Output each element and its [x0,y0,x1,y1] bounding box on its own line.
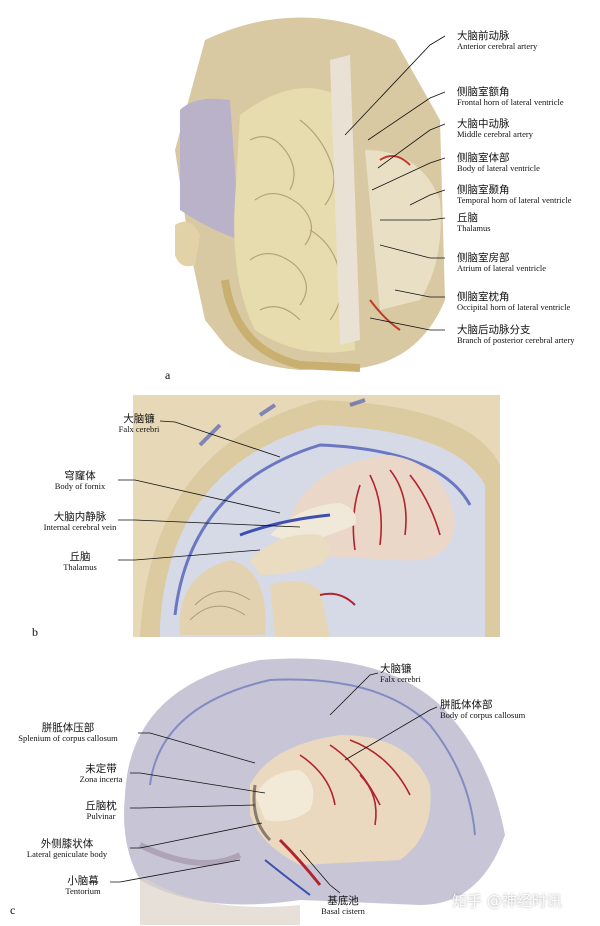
label-en: Atrium of lateral ventricle [457,263,546,274]
panel-letter-b: b [32,625,38,639]
label-en: Falx cerebri [380,674,421,685]
label-zh: 大脑镰 [380,663,412,675]
panel-a-leader-lines [344,35,446,331]
label-en: Branch of posterior cerebral artery [457,335,575,346]
label-c-zona-incerta: 未定带 Zona incerta [80,763,123,785]
label-en: Body of corpus callosum [440,710,526,721]
label-en: Occipital horn of lateral ventricle [457,302,571,313]
label-b-falx-cerebri: 大脑镰 Falx cerebri [119,413,160,435]
label-zh: 侧脑室体部 [457,152,510,164]
label-en: Thalamus [63,562,97,573]
panel-letter-c: c [10,903,16,917]
label-en: Thalamus [457,223,491,234]
label-en: Lateral geniculate body [26,849,108,860]
panel-c-photo [124,658,505,925]
label-zh: 侧脑室颞角 [457,184,510,196]
label-a-occipital-horn: 侧脑室枕角 Occipital horn of lateral ventricl… [457,291,570,313]
label-en: Pulvinar [86,811,116,822]
label-zh: 大脑前动脉 [457,30,510,42]
panel-letter-a: a [165,368,171,382]
label-a-atrium: 侧脑室房部 Atrium of lateral ventricle [457,252,546,274]
label-zh: 小脑幕 [67,875,99,887]
label-zh: 未定带 [85,763,117,775]
label-en: Middle cerebral artery [457,129,533,140]
label-en: Tentorium [65,886,101,897]
panel-a: 大脑前动脉 Anterior cerebral artery 侧脑室额角 Fro… [0,0,600,385]
label-b-thalamus: 丘脑 Thalamus [63,551,97,573]
label-a-frontal-horn: 侧脑室额角 Frontal horn of lateral ventricle [457,86,564,108]
label-zh: 大脑内静脉 [53,511,107,523]
label-c-basal-cistern: 基底池 Basal cistern [321,895,365,917]
label-c-tentorium: 小脑幕 Tentorium [65,875,100,897]
label-a-anterior-cerebral-artery: 大脑前动脉 Anterior cerebral artery [457,30,537,52]
label-en: Temporal horn of lateral ventricle [457,195,572,206]
label-b-body-of-fornix: 穹窿体 Body of fornix [55,470,106,492]
label-zh: 大脑镰 [123,413,155,425]
label-c-pulvinar: 丘脑枕 Pulvinar [85,800,117,822]
label-a-middle-cerebral-artery: 大脑中动脉 Middle cerebral artery [457,118,533,140]
label-a-body-lateral-ventricle: 侧脑室体部 Body of lateral ventricle [457,152,540,174]
label-en: Body of lateral ventricle [457,163,540,174]
label-a-temporal-horn: 侧脑室颞角 Temporal horn of lateral ventricle [457,184,572,206]
panel-b-leader-lines [118,420,301,561]
label-zh: 大脑后动脉分支 [457,324,531,336]
label-b-internal-cerebral-vein: 大脑内静脉 Internal cerebral vein [44,511,117,533]
label-zh: 穹窿体 [64,470,96,482]
label-en: Basal cistern [321,906,365,917]
label-c-body-corpus-callosum: 胼胝体体部 Body of corpus callosum [440,699,525,721]
label-zh: 侧脑室房部 [457,252,510,264]
label-en: Frontal horn of lateral ventricle [457,97,564,108]
watermark-text: 知乎 @神经时讯 [452,892,562,910]
label-zh: 侧脑室额角 [457,86,510,98]
label-en: Zona incerta [79,774,123,785]
label-en: Falx cerebri [118,424,160,435]
panel-a-photo [175,17,445,372]
label-a-thalamus: 丘脑 Thalamus [457,212,491,234]
label-zh: 大脑中动脉 [457,118,510,130]
label-c-splenium: 胼胝体压部 Splenium of corpus callosum [18,722,117,744]
label-en: Body of fornix [54,481,106,492]
label-zh: 丘脑 [69,551,91,563]
label-c-falx-cerebri: 大脑镰 Falx cerebri [380,663,421,685]
label-zh: 胼胝体体部 [440,699,493,711]
label-zh: 丘脑 [457,212,478,224]
label-en: Anterior cerebral artery [457,41,538,52]
panel-c-leader-lines [110,672,438,894]
label-zh: 外侧膝状体 [40,838,94,850]
label-c-lateral-geniculate: 外侧膝状体 Lateral geniculate body [27,838,107,860]
panel-b: 大脑镰 Falx cerebri 穹窿体 Body of fornix 大脑内静… [0,385,600,645]
label-a-posterior-cerebral-branch: 大脑后动脉分支 Branch of posterior cerebral art… [457,324,575,346]
label-zh: 胼胝体压部 [41,722,95,734]
label-en: Internal cerebral vein [43,522,117,533]
label-zh: 基底池 [327,895,359,907]
label-zh: 丘脑枕 [85,800,117,812]
label-zh: 侧脑室枕角 [457,291,510,303]
label-en: Splenium of corpus callosum [18,733,118,744]
panel-b-photo [133,395,500,637]
panel-c: 大脑镰 Falx cerebri 胼胝体体部 Body of corpus ca… [0,645,600,926]
